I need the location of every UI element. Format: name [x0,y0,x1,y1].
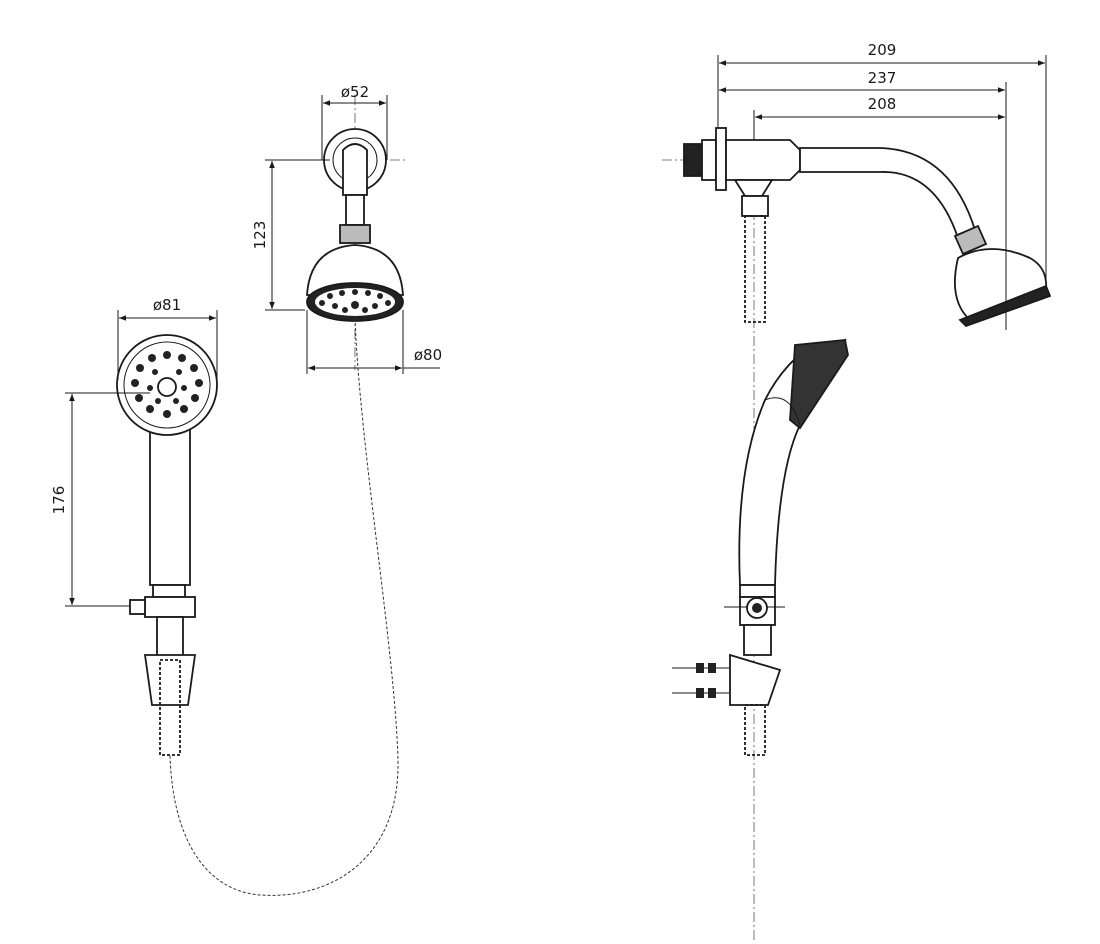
dimension-arm-length: 208 [753,95,1005,140]
hand-shower-side-view [672,338,849,756]
hose [169,317,399,896]
label-arm-drop: 123 [251,221,269,250]
label-overall-reach: 209 [868,41,897,59]
fixed-head-side-view [662,120,1052,940]
label-hand-shower-diameter: ø81 [153,296,181,314]
dimension-overall-reach: 209 [717,41,1047,290]
dimension-wall-flange: ø52 [321,83,388,160]
hand-shower-front-view [116,334,218,756]
label-wall-flange-diameter: ø52 [341,83,369,101]
label-hand-shower-height: 176 [50,486,68,515]
label-arm-length: 208 [868,95,897,113]
label-reach-to-head-center: 237 [868,69,897,87]
dimension-arm-drop: 123 [251,159,330,311]
dimension-head-diameter: ø80 [306,310,442,374]
fixed-head-front-view [300,95,405,370]
dimension-hand-shower-diameter: ø81 [117,296,218,380]
label-head-diameter: ø80 [414,346,442,364]
dimension-hand-shower-height: 176 [50,392,150,607]
dimension-reach-to-head-center: 237 [719,69,1007,330]
